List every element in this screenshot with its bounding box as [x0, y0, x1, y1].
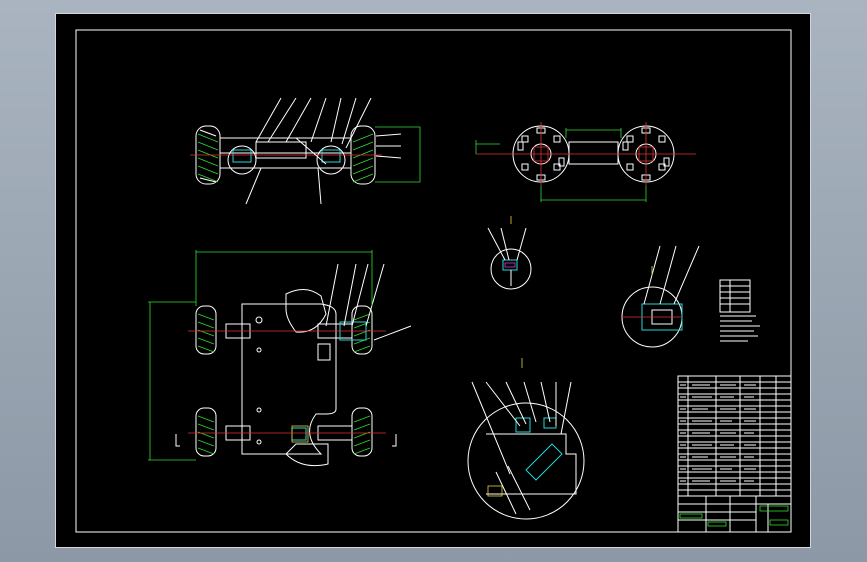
- parts-list-entries: [680, 384, 756, 482]
- drawing-frame: [75, 29, 792, 533]
- detail-small-round: [487, 216, 532, 290]
- top-view: [190, 97, 421, 205]
- parts-list-rows: [678, 376, 791, 497]
- detail-large-round: [467, 358, 585, 520]
- side-view: [475, 122, 696, 202]
- plan-view-wheels: [195, 305, 373, 457]
- plan-view: [148, 250, 412, 467]
- drawing-sheet: [55, 13, 811, 548]
- title-block: [677, 375, 792, 533]
- cad-drawing-canvas: [75, 29, 792, 533]
- detail-round-right: [621, 245, 700, 348]
- notes-block: [719, 279, 760, 342]
